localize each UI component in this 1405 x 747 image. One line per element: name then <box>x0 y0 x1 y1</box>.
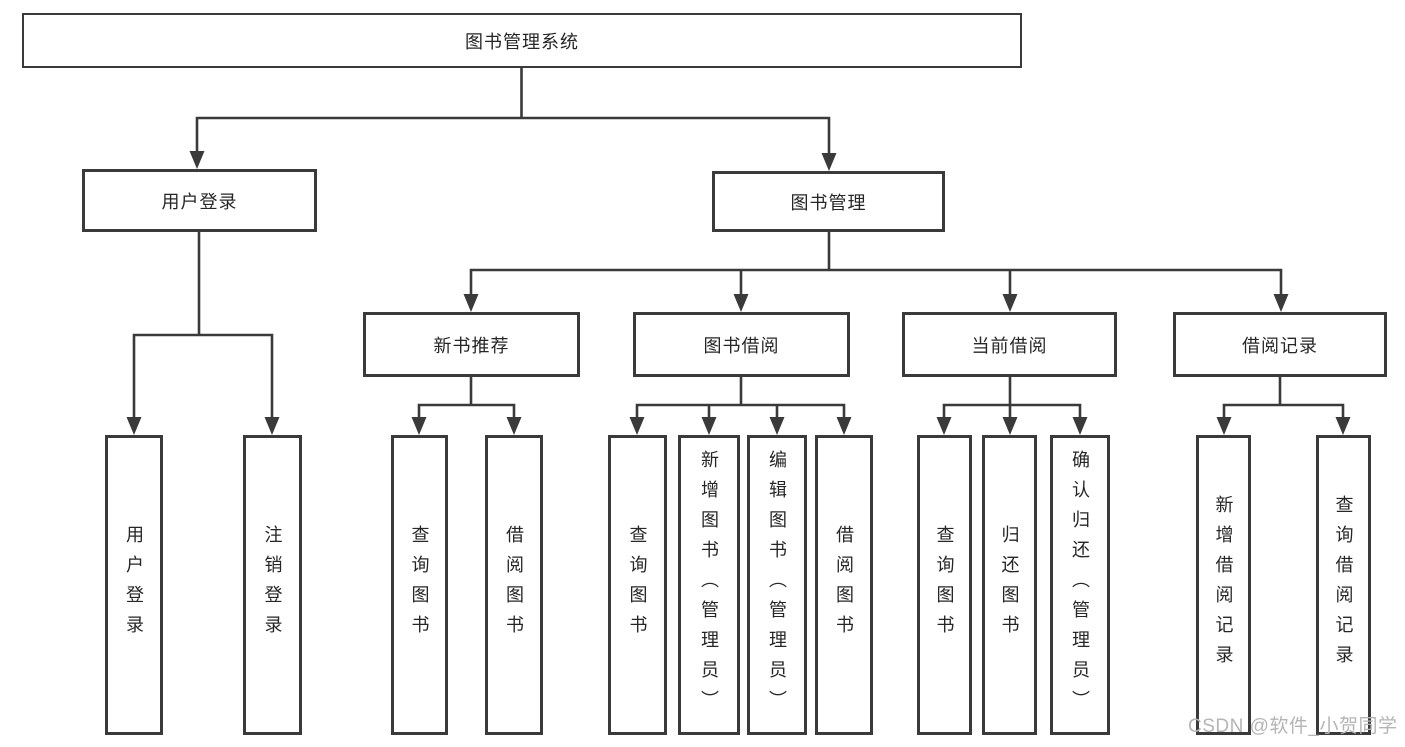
node-label: 查询借阅记录 <box>1333 495 1354 675</box>
node-current-borrowing: 当前借阅 <box>902 312 1117 377</box>
node-label: 图书借阅 <box>703 335 780 356</box>
node-label: 编辑图书（管理员） <box>767 450 787 720</box>
node-add-borrow-record: 新增借阅记录 <box>1196 435 1251 735</box>
arrowhead-icon <box>936 417 952 435</box>
node-label: 图书管理系统 <box>465 31 579 52</box>
node-query-books: 查询图书 <box>391 435 448 735</box>
arrowhead-icon <box>629 417 645 435</box>
node-return-books: 归还图书 <box>982 435 1037 735</box>
arrowhead-icon <box>126 417 142 435</box>
arrowhead-icon <box>1002 417 1018 435</box>
node-borrow-books: 借阅图书 <box>815 435 873 735</box>
arrowhead-icon <box>836 417 852 435</box>
arrowhead-icon <box>701 417 717 435</box>
node-label: 借阅记录 <box>1242 335 1318 356</box>
node-user-login-branch: 用户登录 <box>82 169 317 232</box>
arrowhead-icon <box>769 417 785 435</box>
node-book-management-branch: 图书管理 <box>712 171 945 232</box>
node-new-book-recommendation: 新书推荐 <box>363 312 580 377</box>
node-label: 查询图书 <box>934 525 955 645</box>
node-borrowing-records: 借阅记录 <box>1173 312 1387 377</box>
arrowhead-icon <box>506 417 522 435</box>
node-label: 用户登录 <box>124 525 144 645</box>
arrowhead-icon <box>411 417 427 435</box>
arrowhead-icon <box>1335 417 1351 435</box>
node-label: 新增借阅记录 <box>1213 495 1234 675</box>
node-label: 查询图书 <box>627 525 648 645</box>
node-label: 借阅图书 <box>504 525 524 645</box>
node-label: 注销登录 <box>262 525 283 645</box>
arrowhead-icon <box>463 294 479 312</box>
arrowhead-icon <box>189 151 205 169</box>
node-query-books: 查询图书 <box>917 435 972 735</box>
node-add-books-admin: 新增图书（管理员） <box>678 435 740 735</box>
node-logout: 注销登录 <box>243 435 302 735</box>
node-label: 借阅图书 <box>834 525 854 645</box>
node-label: 归还图书 <box>999 525 1020 645</box>
node-library-management-system: 图书管理系统 <box>22 13 1022 68</box>
node-label: 图书管理 <box>790 192 867 213</box>
arrowhead-icon <box>1216 417 1232 435</box>
node-label: 用户登录 <box>161 191 238 212</box>
arrowhead-icon <box>733 294 749 312</box>
node-user-login: 用户登录 <box>105 435 163 735</box>
node-label: 查询图书 <box>409 525 430 645</box>
node-label: 新书推荐 <box>433 335 510 356</box>
arrowhead-icon <box>821 153 837 171</box>
node-label: 确认归还（管理员） <box>1070 450 1090 720</box>
arrowhead-icon <box>264 417 280 435</box>
node-query-books: 查询图书 <box>608 435 667 735</box>
node-label: 当前借阅 <box>971 335 1048 356</box>
node-confirm-return-admin: 确认归还（管理员） <box>1050 435 1110 735</box>
node-book-borrowing: 图书借阅 <box>633 312 850 377</box>
node-borrow-books: 借阅图书 <box>485 435 543 735</box>
node-edit-books-admin: 编辑图书（管理员） <box>747 435 807 735</box>
node-query-borrow-record: 查询借阅记录 <box>1316 435 1371 735</box>
arrowhead-icon <box>1273 294 1289 312</box>
watermark-text: CSDN @软件_小贺同学 <box>1188 716 1398 737</box>
arrowhead-icon <box>1002 294 1018 312</box>
arrowhead-icon <box>1072 417 1088 435</box>
node-label: 新增图书（管理员） <box>699 450 719 720</box>
